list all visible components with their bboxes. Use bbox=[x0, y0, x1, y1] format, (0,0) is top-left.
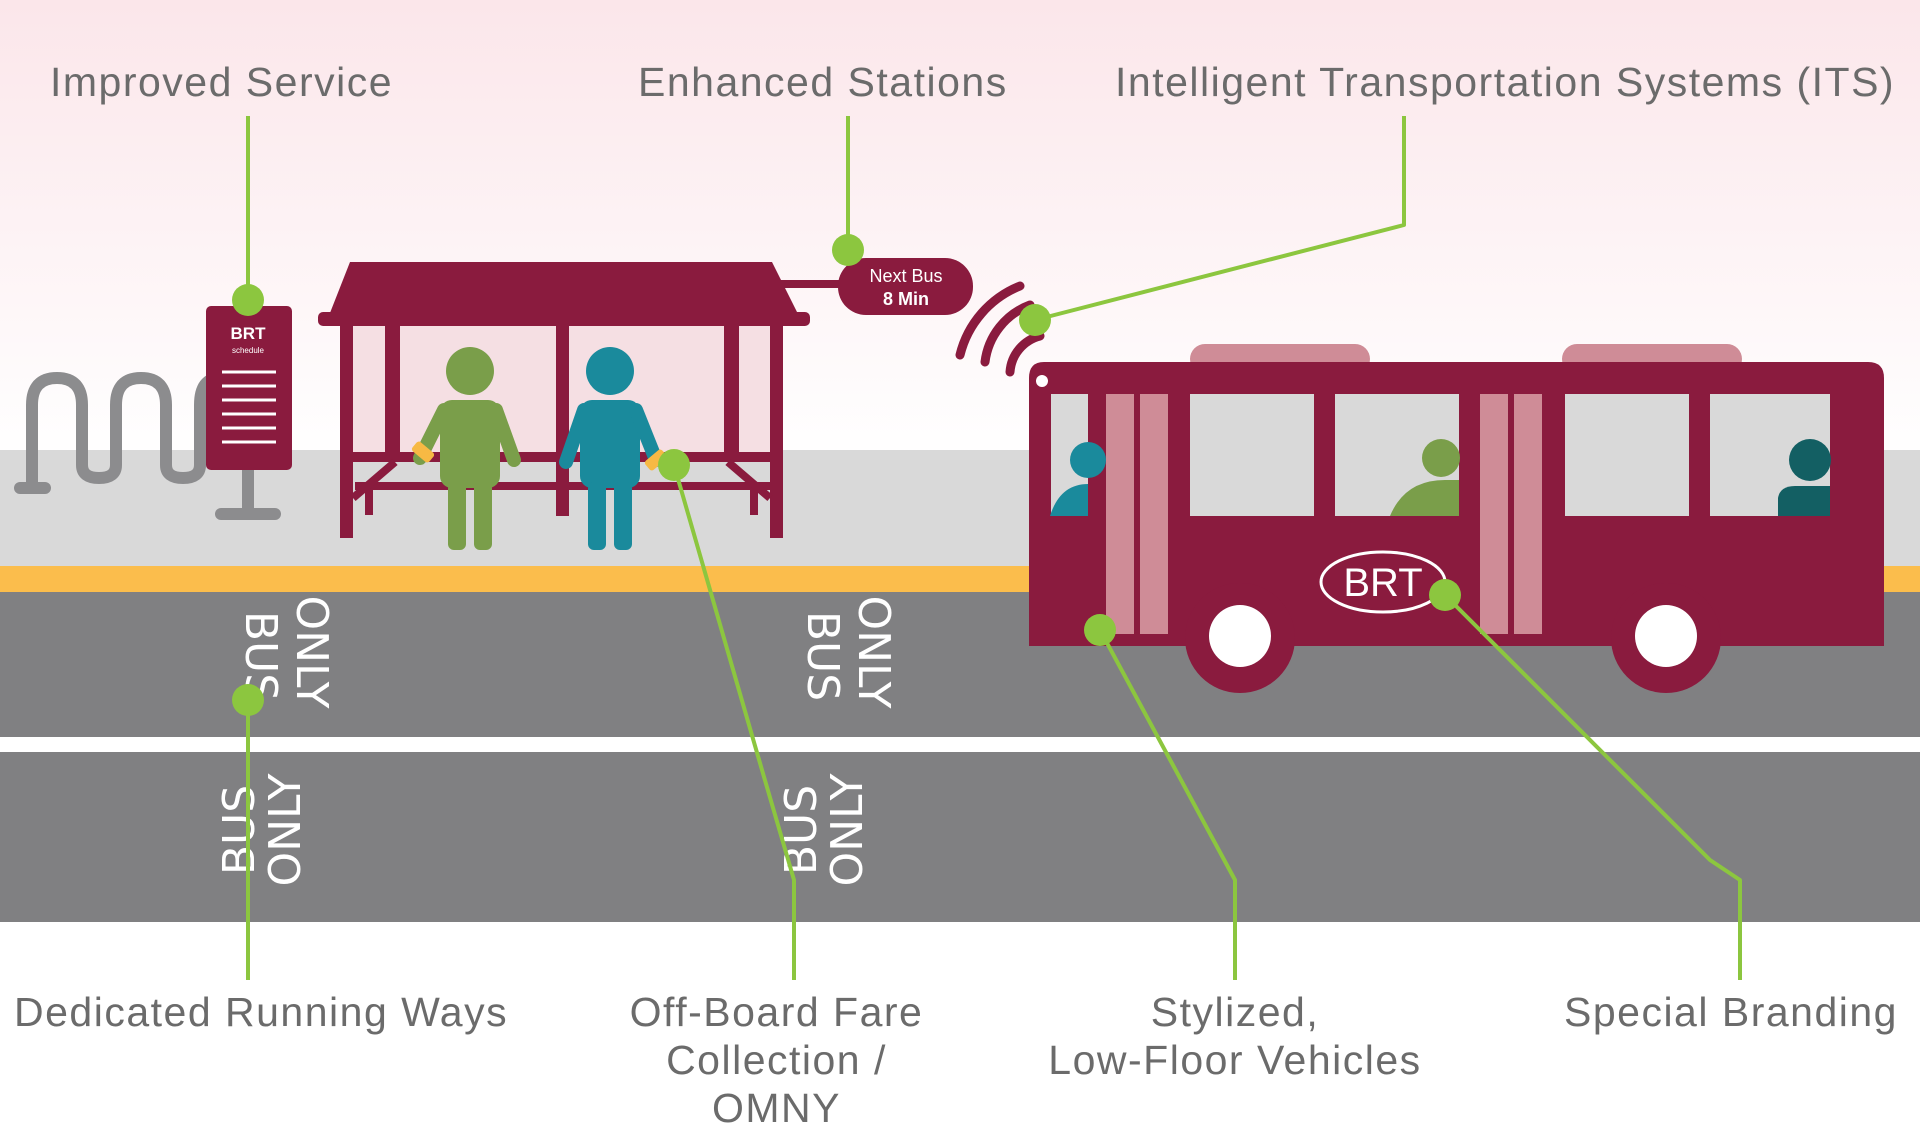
label-improved-service: Improved Service bbox=[50, 59, 394, 105]
lane-marking-4: BUS ONLY bbox=[776, 773, 873, 886]
passenger-teal bbox=[559, 347, 663, 550]
bus-logo-text: BRT bbox=[1343, 561, 1422, 605]
lane-marking-3: BUS ONLY bbox=[214, 773, 311, 886]
label-stylized-line1: Stylized, bbox=[1150, 989, 1320, 1035]
brt-bus: BRT bbox=[1029, 344, 1884, 693]
label-off-board-fare: Off-Board Fare Collection / OMNY bbox=[629, 989, 924, 1131]
lane-divider bbox=[0, 737, 1920, 752]
label-stylized-line2: Low-Floor Vehicles bbox=[1048, 1037, 1422, 1083]
callout-dots bbox=[232, 234, 1461, 716]
next-bus-display: Next Bus 8 Min bbox=[770, 258, 973, 315]
marking-bus: BUS bbox=[214, 785, 265, 875]
fare-card-reader bbox=[644, 449, 668, 471]
marking-only: ONLY bbox=[260, 773, 311, 886]
bus-shelter bbox=[318, 262, 810, 538]
lane-marking-2: BUS ONLY bbox=[797, 595, 899, 708]
marking-bus: BUS bbox=[776, 785, 827, 875]
leader-stylized-vehicles bbox=[1098, 629, 1237, 980]
marking-bus: BUS bbox=[797, 611, 848, 701]
fare-card bbox=[411, 441, 435, 463]
sign-title: BRT bbox=[231, 324, 267, 343]
schedule-sign: BRT schedule bbox=[206, 306, 292, 520]
marking-only: ONLY bbox=[822, 773, 873, 886]
label-its: Intelligent Transportation Systems (ITS) bbox=[1115, 59, 1896, 105]
sign-subtitle: schedule bbox=[232, 346, 265, 355]
display-line1: Next Bus bbox=[869, 266, 942, 286]
label-dedicated-running-ways: Dedicated Running Ways bbox=[14, 989, 509, 1035]
callout-lines bbox=[246, 116, 1742, 980]
marking-only: ONLY bbox=[848, 595, 899, 708]
leader-its bbox=[1034, 116, 1406, 322]
label-enhanced-stations: Enhanced Stations bbox=[638, 59, 1008, 105]
leader-special-branding bbox=[1443, 593, 1742, 980]
label-stylized-vehicles: Stylized, Low-Floor Vehicles bbox=[1030, 988, 1440, 1084]
label-special-branding: Special Branding bbox=[1564, 989, 1898, 1035]
leader-off-board-fare bbox=[672, 464, 796, 980]
marking-only: ONLY bbox=[286, 595, 337, 708]
bike-rack bbox=[14, 372, 226, 494]
bus-lane-lower bbox=[0, 752, 1920, 922]
display-line2: 8 Min bbox=[883, 289, 929, 309]
wireless-signal-icon bbox=[955, 281, 1045, 377]
